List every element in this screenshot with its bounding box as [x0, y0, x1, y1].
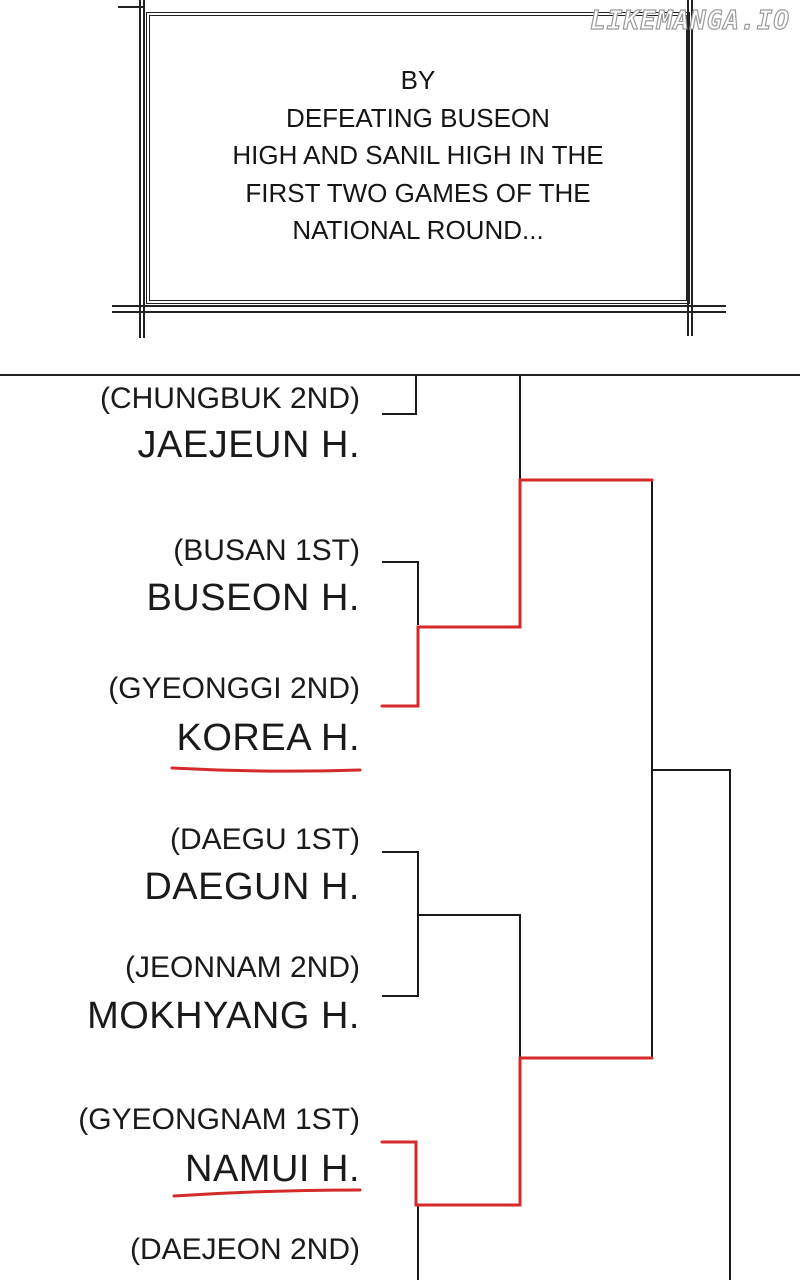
underline-namui	[172, 1188, 362, 1198]
bracket-line-pair-3	[382, 851, 419, 997]
team-6-region: (GYEONGNAM 1ST)	[78, 1103, 360, 1136]
frame-bar-bottom	[112, 305, 726, 313]
frame-bar-top-left	[118, 0, 144, 8]
team-2-region: (BUSAN 1ST)	[173, 534, 360, 567]
bracket-line-team-2	[382, 561, 419, 625]
team-5-school: MOKHYANG H.	[87, 995, 360, 1037]
team-6-school: NAMUI H.	[185, 1148, 360, 1190]
winner-line-korea	[380, 478, 654, 708]
team-4-school: DAEGUN H.	[144, 866, 360, 908]
frame-post-right	[687, 0, 693, 336]
team-5-region: (JEONNAM 2ND)	[124, 951, 360, 984]
team-1-school: JAEJEUN H.	[137, 424, 360, 466]
watermark: LIKEMANGA.IO	[590, 5, 790, 36]
team-2-school: BUSEON H.	[146, 577, 360, 619]
team-3-school: KOREA H.	[176, 717, 360, 759]
team-1-region: (CHUNGBUK 2ND)	[99, 382, 360, 415]
caption-text: BY DEFEATING BUSEON HIGH AND SANIL HIGH …	[232, 65, 604, 245]
frame-post-left	[139, 0, 145, 338]
team-7-region: (DAEJEON 2ND)	[129, 1233, 360, 1266]
bracket-line-team-1	[382, 376, 417, 415]
underline-korea	[170, 766, 362, 773]
bracket-line-final-top	[651, 480, 731, 1280]
team-3-region: (GYEONGGI 2ND)	[108, 672, 360, 705]
panel-divider	[0, 374, 800, 376]
winner-line-namui	[380, 1056, 654, 1207]
bracket-line-pair-3-up	[418, 914, 521, 1058]
team-4-region: (DAEGU 1ST)	[169, 823, 360, 856]
